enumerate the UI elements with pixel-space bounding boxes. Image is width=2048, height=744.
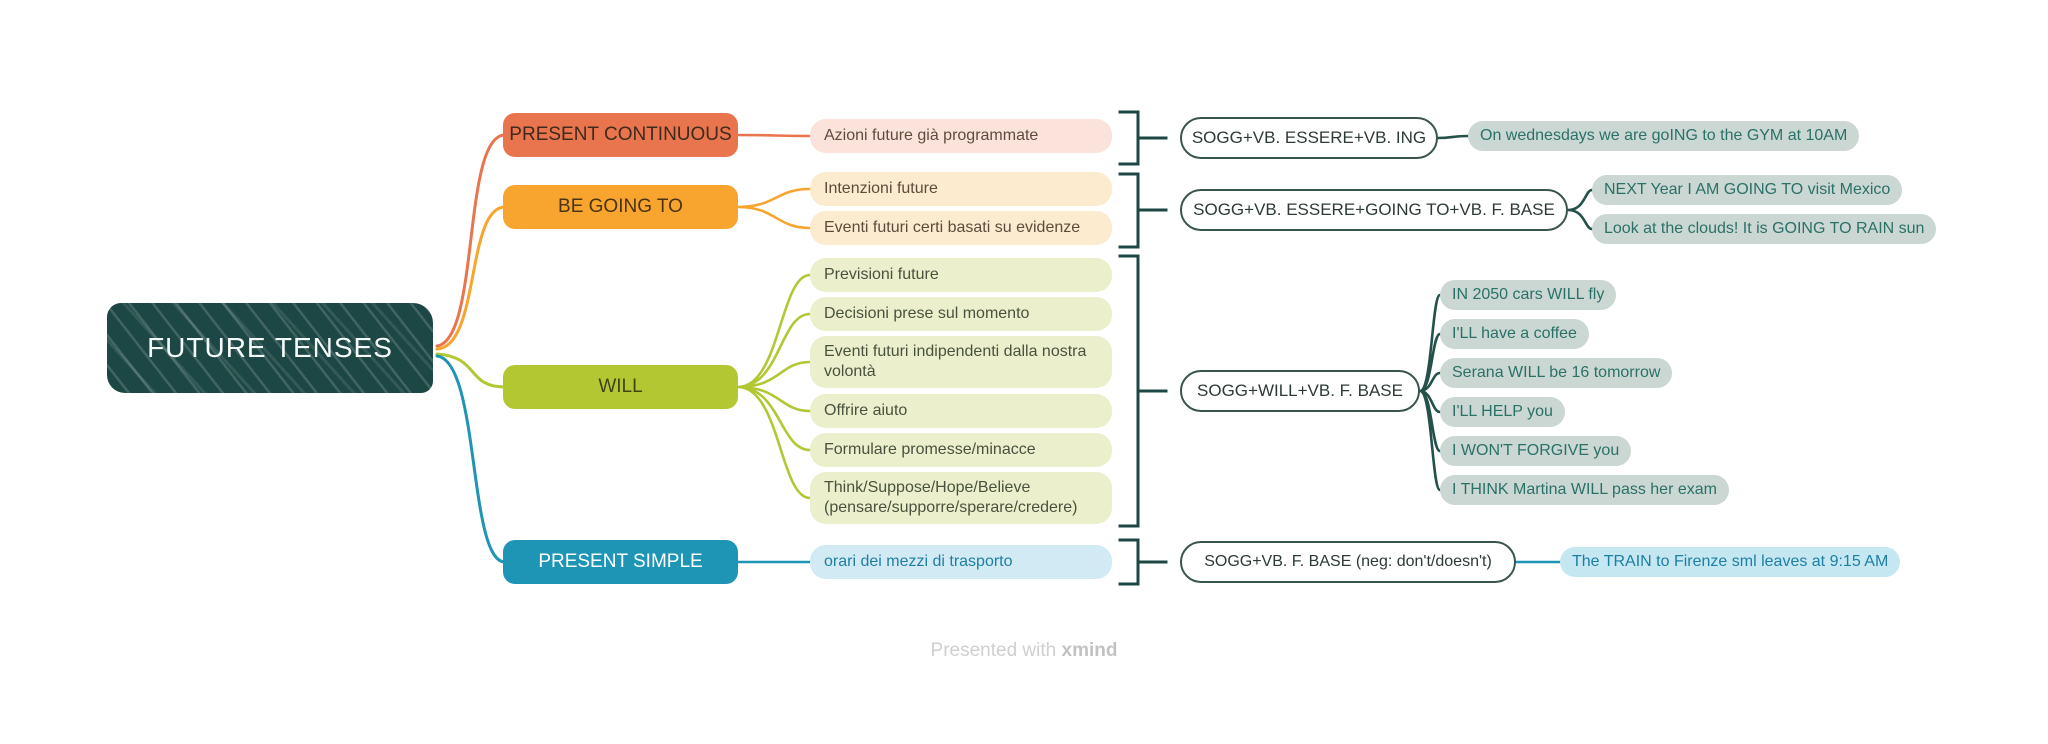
example-will-coffee[interactable]: I'LL have a coffee	[1440, 319, 1589, 349]
subtopic-orari-trasporto[interactable]: orari dei mezzi di trasporto	[810, 545, 1112, 579]
connector-pc-subtopic	[736, 133, 812, 138]
subtopic-previsioni-future[interactable]: Previsioni future	[810, 258, 1112, 292]
formula-be-going-to[interactable]: SOGG+VB. ESSERE+GOING TO+VB. F. BASE	[1180, 189, 1568, 231]
connector-formula-bgt-examples	[1566, 188, 1594, 231]
example-will-cars[interactable]: IN 2050 cars WILL fly	[1440, 280, 1617, 310]
connector-formula-will-examples	[1418, 293, 1442, 492]
subtopic-intenzioni-future[interactable]: Intenzioni future	[810, 172, 1112, 206]
bracket-will	[1118, 254, 1168, 528]
bracket-be-going-to	[1118, 172, 1168, 249]
example-bgt-clouds[interactable]: Look at the clouds! It is GOING TO RAIN …	[1592, 214, 1937, 244]
example-ps-train[interactable]: The TRAIN to Firenze sml leaves at 9:15 …	[1560, 547, 1901, 577]
footer-credit-prefix: Presented with	[930, 640, 1057, 661]
formula-present-simple[interactable]: SOGG+VB. F. BASE (neg: don't/doesn't)	[1180, 541, 1516, 583]
subtopic-think-suppose[interactable]: Think/Suppose/Hope/Believe (pensare/supp…	[810, 472, 1112, 524]
branch-present-simple[interactable]: PRESENT SIMPLE	[503, 540, 738, 584]
root-topic-future-tenses[interactable]: FUTURE TENSES	[107, 303, 433, 393]
example-will-help[interactable]: I'LL HELP you	[1440, 397, 1565, 427]
connector-root-present-continuous	[435, 133, 507, 348]
subtopic-decisioni-momento[interactable]: Decisioni prese sul momento	[810, 297, 1112, 331]
subtopic-eventi-certi[interactable]: Eventi futuri certi basati su evidenze	[810, 211, 1112, 245]
bracket-present-continuous	[1118, 110, 1168, 166]
example-will-forgive[interactable]: I WON'T FORGIVE you	[1440, 436, 1632, 466]
formula-will[interactable]: SOGG+WILL+VB. F. BASE	[1180, 370, 1420, 412]
branch-be-going-to[interactable]: BE GOING TO	[503, 185, 738, 229]
connector-root-be-going-to	[435, 205, 507, 351]
example-will-serana[interactable]: Serana WILL be 16 tomorrow	[1440, 358, 1673, 388]
subtopic-eventi-indipendenti[interactable]: Eventi futuri indipendenti dalla nostra …	[810, 336, 1112, 388]
connector-will-subtopics	[736, 273, 812, 500]
example-bgt-mexico[interactable]: NEXT Year I AM GOING TO visit Mexico	[1592, 175, 1903, 205]
xmind-brand: xmind	[1061, 640, 1118, 661]
branch-will[interactable]: WILL	[503, 365, 738, 409]
subtopic-formulare-promesse[interactable]: Formulare promesse/minacce	[810, 433, 1112, 467]
connector-root-present-simple	[435, 354, 507, 564]
example-will-martina[interactable]: I THINK Martina WILL pass her exam	[1440, 475, 1729, 505]
bracket-present-simple	[1118, 538, 1168, 586]
subtopic-offrire-aiuto[interactable]: Offrire aiuto	[810, 394, 1112, 428]
footer-credit: Presented with xmind	[0, 640, 2048, 662]
formula-present-continuous[interactable]: SOGG+VB. ESSERE+VB. ING	[1180, 117, 1438, 159]
branch-present-continuous[interactable]: PRESENT CONTINUOUS	[503, 113, 738, 157]
example-pc-gym[interactable]: On wednesdays we are goING to the GYM at…	[1468, 121, 1860, 151]
connector-formula-pc-example	[1436, 134, 1470, 140]
connector-root-will	[435, 352, 507, 389]
subtopic-azioni-future[interactable]: Azioni future già programmate	[810, 119, 1112, 153]
connector-bgt-subtopics	[736, 187, 812, 230]
